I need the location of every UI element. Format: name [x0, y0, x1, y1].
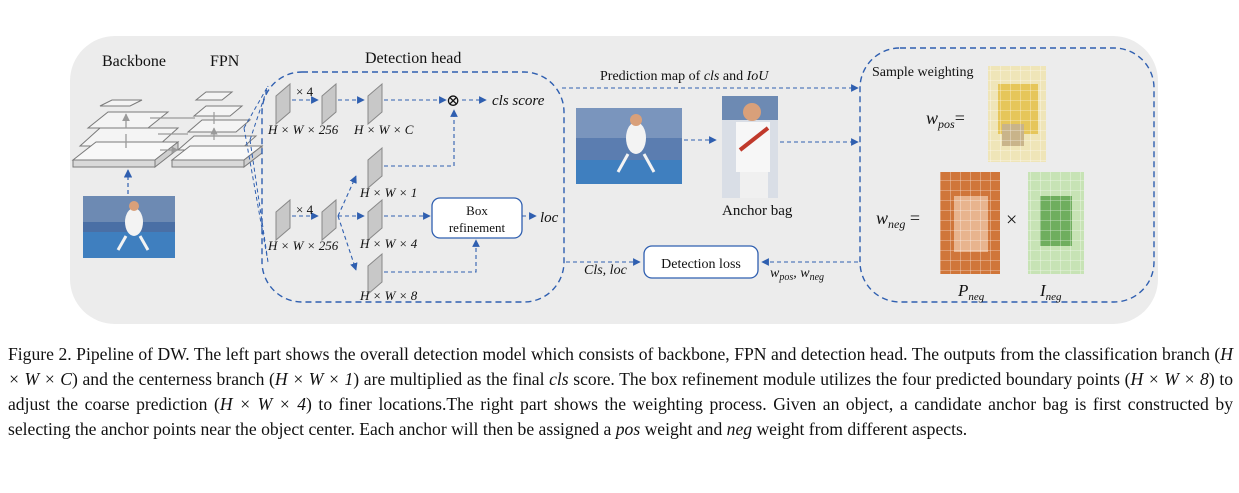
p-neg-map	[940, 172, 1000, 274]
feature-maps	[275, 82, 383, 296]
cls-score-label: cls score	[492, 93, 545, 109]
sample-weighting-box	[859, 47, 1155, 303]
hw256-bottom-label: H × W × 256	[267, 238, 339, 253]
box-refinement-label-2: refinement	[449, 220, 506, 235]
fpn-label: FPN	[210, 53, 240, 70]
weights-label: wpos, wneg	[770, 266, 824, 283]
i-neg-label: Ineg	[1039, 281, 1062, 303]
hw256-top-label: H × W × 256	[267, 122, 339, 137]
w-neg-label: wneg =	[876, 208, 920, 231]
box-refinement-box	[431, 197, 523, 239]
backbone-label: Backbone	[102, 53, 166, 70]
x4-bottom-label: × 4	[296, 202, 314, 217]
hw1-label: H × W × 1	[359, 185, 417, 200]
head-arrows	[292, 96, 537, 273]
fpn-pyramid	[150, 91, 264, 169]
hwc-label: H × W × C	[353, 122, 414, 137]
pos-weight-map	[988, 66, 1046, 162]
box-refinement-label-1: Box	[466, 203, 488, 218]
object-image	[576, 108, 682, 184]
hw8-label: H × W × 8	[359, 288, 418, 303]
hw4-label: H × W × 4	[359, 236, 418, 251]
i-neg-map	[1028, 172, 1084, 274]
cls-loc-label: Cls, loc	[584, 263, 628, 278]
x4-top-label: × 4	[296, 84, 314, 99]
input-image	[83, 196, 175, 258]
sample-weighting-label: Sample weighting	[872, 65, 974, 80]
w-pos-label: wpos=	[926, 108, 965, 131]
multiply-operator: ⊗	[446, 91, 460, 110]
detection-loss-box	[643, 245, 759, 279]
detection-head-label: Detection head	[365, 50, 461, 67]
anchor-bag-label: Anchor bag	[722, 203, 793, 219]
figure-caption: Figure 2. Pipeline of DW. The left part …	[8, 344, 1234, 439]
pipeline-diagram: Backbone FPN Detection head	[70, 36, 1158, 324]
prediction-map-label: Prediction map of cls and IoU	[600, 69, 769, 84]
anchor-bag-image	[722, 96, 778, 198]
loc-label: loc	[540, 210, 559, 226]
detection-loss-label: Detection loss	[661, 257, 741, 272]
p-neg-label: Pneg	[957, 281, 985, 303]
detection-head-box	[261, 71, 565, 303]
times-operator: ×	[1006, 209, 1017, 231]
